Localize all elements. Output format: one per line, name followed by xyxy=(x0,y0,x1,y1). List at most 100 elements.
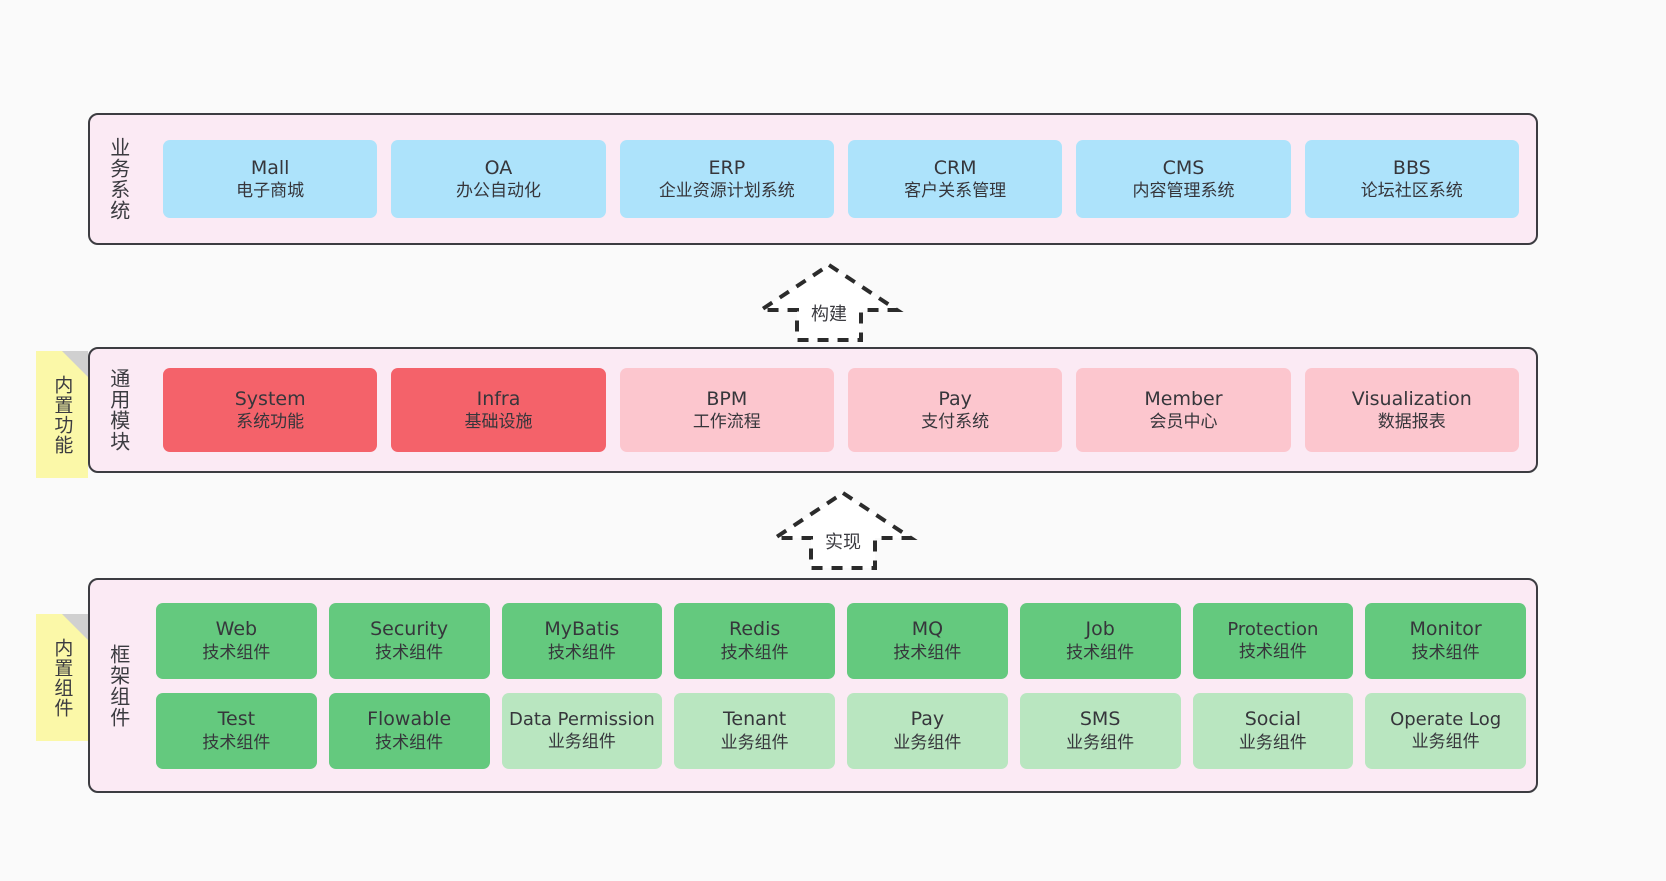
node-mall[interactable]: Mall 电子商城 xyxy=(163,140,378,218)
node-system[interactable]: System 系统功能 xyxy=(163,368,378,452)
node-erp[interactable]: ERP 企业资源计划系统 xyxy=(619,140,834,218)
node-pay-component-desc: 业务组件 xyxy=(893,732,962,753)
node-bpm-name: BPM xyxy=(706,387,748,410)
node-redis-desc: 技术组件 xyxy=(720,642,789,663)
node-visualization-name: Visualization xyxy=(1351,387,1472,410)
sticky-note-builtin-function: 内置功能 xyxy=(36,351,88,478)
arrow-build: 构建 xyxy=(754,262,904,342)
node-web-name: Web xyxy=(215,618,258,641)
node-crm-desc: 客户关系管理 xyxy=(904,181,1007,202)
node-bbs[interactable]: BBS 论坛社区系统 xyxy=(1304,140,1519,218)
node-data-permission[interactable]: Data Permission 业务组件 xyxy=(501,692,663,769)
node-mybatis[interactable]: MyBatis 技术组件 xyxy=(501,602,663,679)
node-crm[interactable]: CRM 客户关系管理 xyxy=(847,140,1063,218)
node-operate-log-desc: 业务组件 xyxy=(1411,732,1480,753)
node-tenant-name: Tenant xyxy=(723,708,787,731)
node-monitor-name: Monitor xyxy=(1409,618,1482,641)
node-pay-component-name: Pay xyxy=(910,708,945,731)
node-crm-name: CRM xyxy=(933,156,977,179)
node-flowable-desc: 技术组件 xyxy=(375,732,444,753)
node-mq[interactable]: MQ 技术组件 xyxy=(847,602,1008,679)
node-mall-name: Mall xyxy=(250,156,290,179)
node-social[interactable]: Social 业务组件 xyxy=(1192,692,1354,769)
node-tenant[interactable]: Tenant 业务组件 xyxy=(674,692,835,769)
node-data-permission-desc: 业务组件 xyxy=(547,732,616,753)
node-cms[interactable]: CMS 内容管理系统 xyxy=(1076,140,1291,218)
node-pay-component[interactable]: Pay 业务组件 xyxy=(847,692,1008,769)
node-security-name: Security xyxy=(370,618,449,641)
node-infra-name: Infra xyxy=(476,387,521,410)
node-flowable-name: Flowable xyxy=(367,708,452,731)
framework-component-grid: Web 技术组件 Security 技术组件 MyBatis 技术组件 Redi… xyxy=(146,580,1536,791)
node-monitor-desc: 技术组件 xyxy=(1411,642,1480,663)
node-test[interactable]: Test 技术组件 xyxy=(156,692,317,769)
node-sms[interactable]: SMS 业务组件 xyxy=(1019,692,1181,769)
sticky-note-builtin-component: 内置组件 xyxy=(36,614,88,741)
node-cms-name: CMS xyxy=(1162,156,1205,179)
node-mybatis-desc: 技术组件 xyxy=(547,642,616,663)
node-erp-name: ERP xyxy=(708,156,746,179)
node-web[interactable]: Web 技术组件 xyxy=(156,602,317,679)
common-module-node-list: System 系统功能 Infra 基础设施 BPM 工作流程 Pay 支付系统… xyxy=(146,349,1536,471)
business-system-layer: 业务系统 Mall 电子商城 OA 办公自动化 ERP 企业资源计划系统 CRM… xyxy=(88,113,1538,245)
node-bbs-name: BBS xyxy=(1392,156,1431,179)
node-protection-desc: 技术组件 xyxy=(1238,642,1307,663)
node-mall-desc: 电子商城 xyxy=(236,181,305,202)
node-monitor[interactable]: Monitor 技术组件 xyxy=(1365,602,1526,679)
business-system-node-list: Mall 电子商城 OA 办公自动化 ERP 企业资源计划系统 CRM 客户关系… xyxy=(146,115,1536,243)
framework-component-layer-title: 框架组件 xyxy=(106,643,131,728)
node-infra-desc: 基础设施 xyxy=(464,412,533,433)
node-visualization-desc: 数据报表 xyxy=(1377,412,1446,433)
node-member[interactable]: Member 会员中心 xyxy=(1076,368,1291,452)
sticky-note-builtin-function-label: 内置功能 xyxy=(51,374,74,455)
node-oa[interactable]: OA 办公自动化 xyxy=(391,140,606,218)
node-mq-name: MQ xyxy=(911,618,944,641)
node-system-name: System xyxy=(234,387,306,410)
node-job[interactable]: Job 技术组件 xyxy=(1019,602,1181,679)
node-bpm-desc: 工作流程 xyxy=(692,412,761,433)
node-operate-log-name: Operate Log xyxy=(1390,708,1502,730)
common-module-layer-title: 通用模块 xyxy=(106,368,131,452)
node-social-desc: 业务组件 xyxy=(1238,732,1307,753)
node-sms-name: SMS xyxy=(1079,708,1121,731)
node-test-name: Test xyxy=(217,708,256,731)
node-oa-desc: 办公自动化 xyxy=(455,181,541,202)
common-module-layer: 通用模块 System 系统功能 Infra 基础设施 BPM 工作流程 Pay… xyxy=(88,347,1538,473)
framework-row-technical: Web 技术组件 Security 技术组件 MyBatis 技术组件 Redi… xyxy=(156,602,1526,679)
node-operate-log[interactable]: Operate Log 业务组件 xyxy=(1365,692,1526,769)
node-job-name: Job xyxy=(1085,618,1115,641)
node-mq-desc: 技术组件 xyxy=(893,642,962,663)
node-bpm[interactable]: BPM 工作流程 xyxy=(619,368,834,452)
framework-row-business: Test 技术组件 Flowable 技术组件 Data Permission … xyxy=(156,692,1526,769)
node-pay-module-name: Pay xyxy=(938,387,972,410)
arrow-build-label: 构建 xyxy=(811,304,847,325)
node-member-name: Member xyxy=(1144,387,1223,410)
node-sms-desc: 业务组件 xyxy=(1066,732,1135,753)
node-security-desc: 技术组件 xyxy=(375,642,444,663)
node-mybatis-name: MyBatis xyxy=(544,618,620,641)
node-member-desc: 会员中心 xyxy=(1149,412,1218,433)
node-tenant-desc: 业务组件 xyxy=(720,732,789,753)
node-cms-desc: 内容管理系统 xyxy=(1132,181,1235,202)
node-flowable[interactable]: Flowable 技术组件 xyxy=(328,692,490,769)
node-redis[interactable]: Redis 技术组件 xyxy=(674,602,835,679)
node-social-name: Social xyxy=(1244,708,1302,731)
node-web-desc: 技术组件 xyxy=(202,642,271,663)
node-security[interactable]: Security 技术组件 xyxy=(328,602,490,679)
node-protection[interactable]: Protection 技术组件 xyxy=(1192,602,1354,679)
node-test-desc: 技术组件 xyxy=(202,732,271,753)
node-pay-module[interactable]: Pay 支付系统 xyxy=(847,368,1063,452)
node-data-permission-name: Data Permission xyxy=(508,708,655,730)
node-job-desc: 技术组件 xyxy=(1066,642,1135,663)
arrow-implement: 实现 xyxy=(768,490,918,570)
arrow-implement-label: 实现 xyxy=(825,532,861,553)
node-infra[interactable]: Infra 基础设施 xyxy=(391,368,606,452)
node-erp-desc: 企业资源计划系统 xyxy=(658,181,795,202)
node-system-desc: 系统功能 xyxy=(236,412,305,433)
node-pay-module-desc: 支付系统 xyxy=(921,412,990,433)
node-protection-name: Protection xyxy=(1227,618,1319,640)
framework-component-layer: 框架组件 Web 技术组件 Security 技术组件 MyBatis 技术组件… xyxy=(88,578,1538,793)
sticky-note-builtin-component-label: 内置组件 xyxy=(51,637,74,718)
node-visualization[interactable]: Visualization 数据报表 xyxy=(1304,368,1519,452)
